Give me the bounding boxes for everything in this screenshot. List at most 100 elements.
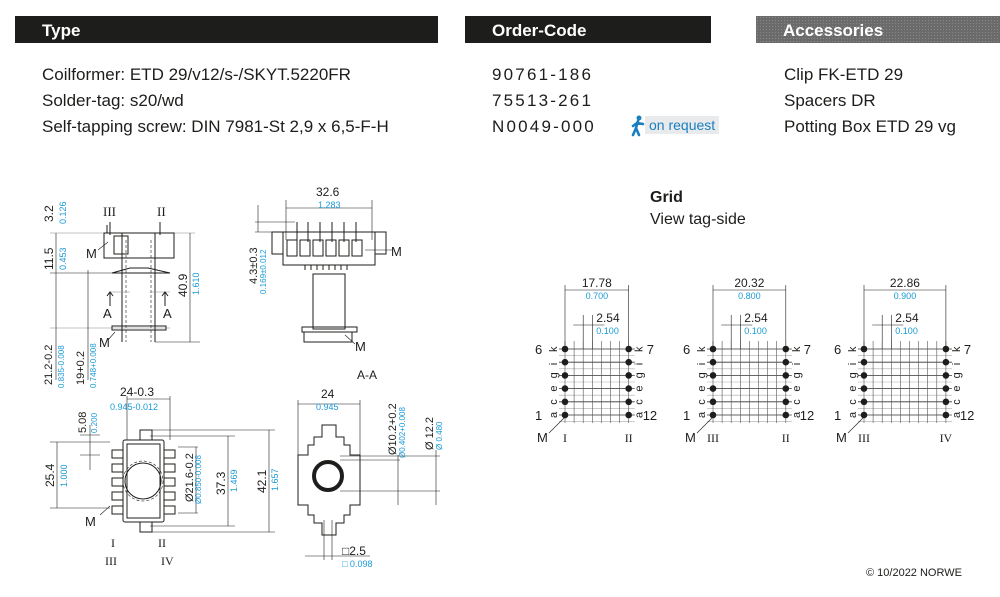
type-header: Type	[15, 16, 438, 43]
pin-dot	[625, 345, 632, 353]
pin-dot	[782, 372, 790, 379]
grid-line	[847, 417, 864, 434]
side-view-drawing	[50, 222, 200, 380]
row-letter: k	[951, 346, 963, 352]
pin-dot	[942, 372, 950, 379]
type-line-solder-tag: Solder-tag: s20/wd	[42, 91, 184, 110]
row-letter: i	[791, 363, 803, 365]
pin-dot	[782, 358, 790, 366]
dim-19: 19+0.2	[75, 351, 87, 385]
row-letter: g	[634, 372, 646, 378]
marker-m: M	[537, 430, 548, 445]
pin-group-label: III	[707, 431, 719, 445]
order-code-solder-tag[interactable]: 75513-261	[492, 91, 594, 110]
row-letter: k	[696, 346, 708, 352]
grid-line	[696, 417, 713, 434]
pin-number: 1	[535, 408, 542, 423]
pin-dot	[942, 358, 950, 366]
pin-number: 12	[960, 408, 974, 423]
type-line-coilformer: Coilformer: ETD 29/v12/s-/SKYT.5220FR	[42, 65, 351, 84]
accessory-potting-box[interactable]: Potting Box ETD 29 vg	[784, 117, 956, 136]
pin-number: 12	[643, 408, 657, 423]
running-person-icon	[631, 115, 645, 137]
row-letter: i	[696, 363, 708, 365]
pin-dot	[709, 411, 717, 419]
row-letter: g	[548, 372, 560, 378]
row-letter: a	[548, 411, 560, 418]
grid-pitch-dim: 2.54	[596, 311, 620, 325]
grid-width-dim-inch: 0.900	[894, 291, 917, 301]
copyright: © 10/2022 NORWE	[866, 567, 962, 579]
grid-pitch-dim: 2.54	[744, 311, 768, 325]
type-line-screw: Self-tapping screw: DIN 7981-St 2,9 x 6,…	[42, 117, 389, 136]
dim-11-5-inch: 0.453	[58, 247, 68, 270]
pin-number: 12	[800, 408, 814, 423]
section-label: A-A	[357, 368, 377, 382]
pin-dot	[942, 345, 950, 353]
section-marker-a: A	[163, 306, 172, 321]
dim-21-6: Ø21.6-0.2	[184, 453, 196, 502]
dim-5-08-inch: 0.200	[90, 412, 99, 433]
order-code-screw[interactable]: N0049-000	[492, 117, 596, 136]
row-letter: a	[696, 411, 708, 418]
pin-number: 7	[964, 342, 971, 357]
pin-group-label: IV	[940, 431, 953, 445]
dim-3-2-inch: 0.126	[58, 201, 68, 224]
pin-dot	[782, 345, 790, 353]
row-letter: g	[791, 372, 803, 378]
pin-dot	[860, 358, 868, 366]
pin-group-label: I	[563, 431, 567, 445]
row-letter: i	[951, 363, 963, 365]
type-header-label: Type	[42, 21, 81, 40]
pin-dot	[561, 358, 569, 366]
pin-group-label: II	[158, 536, 166, 550]
order-code-coilformer[interactable]: 90761-186	[492, 65, 594, 84]
row-letter: a	[951, 411, 963, 418]
pin-number: 7	[647, 342, 654, 357]
pin-group-label: III	[858, 431, 870, 445]
pin-dot	[782, 398, 790, 406]
row-letter: k	[791, 346, 803, 352]
pin-dot	[561, 398, 569, 406]
marker-m: M	[836, 430, 847, 445]
dim-32-6-inch: 1.283	[318, 200, 341, 210]
dim-37-3-inch: 1.469	[229, 469, 239, 492]
row-letter: k	[847, 346, 859, 352]
accessory-clip[interactable]: Clip FK-ETD 29	[784, 65, 904, 84]
pin-dot	[942, 411, 950, 419]
order-code-header-label: Order-Code	[492, 21, 587, 40]
pin-number: 6	[683, 342, 690, 357]
pin-group-label: II	[157, 204, 166, 219]
marker-m: M	[391, 244, 402, 259]
dim-pin-2-5: □2.5	[342, 544, 366, 558]
dim-11-5: 11.5	[42, 247, 56, 270]
grid-width-dim: 20.32	[734, 276, 764, 290]
accessories-header: Accessories	[756, 16, 1000, 43]
pin-dot	[782, 385, 790, 392]
dim-24-section-inch: 0.945	[316, 402, 339, 412]
accessory-spacers[interactable]: Spacers DR	[784, 91, 876, 110]
pin-dot	[625, 358, 632, 366]
dim-bore-10-2: Ø10.2+0.2	[387, 403, 399, 455]
dim-bore-10-2-inch: Ø0.402+0.008	[398, 407, 407, 458]
pin-number: 6	[834, 342, 841, 357]
grid-pitch-dim-inch: 0.100	[895, 326, 918, 336]
marker-m: M	[685, 430, 696, 445]
row-letter: k	[634, 346, 646, 352]
row-letter: c	[847, 399, 859, 405]
grid-pitch-dim: 2.54	[895, 311, 919, 325]
pin-group-label: II	[782, 431, 790, 445]
front-view-drawing	[255, 200, 392, 345]
pin-dot	[625, 398, 632, 406]
row-letter: i	[847, 363, 859, 365]
row-letter: c	[791, 399, 803, 405]
dim-42-1-inch: 1.657	[270, 468, 280, 491]
pin-dot	[561, 372, 569, 379]
grid-pitch-dim-inch: 0.100	[744, 326, 767, 336]
grid-line	[548, 417, 565, 434]
pin-number: 1	[834, 408, 841, 423]
row-letter: g	[696, 372, 708, 378]
dim-37-3: 37.3	[214, 471, 228, 495]
dim-pin-2-5-inch: □ 0.098	[342, 559, 372, 569]
